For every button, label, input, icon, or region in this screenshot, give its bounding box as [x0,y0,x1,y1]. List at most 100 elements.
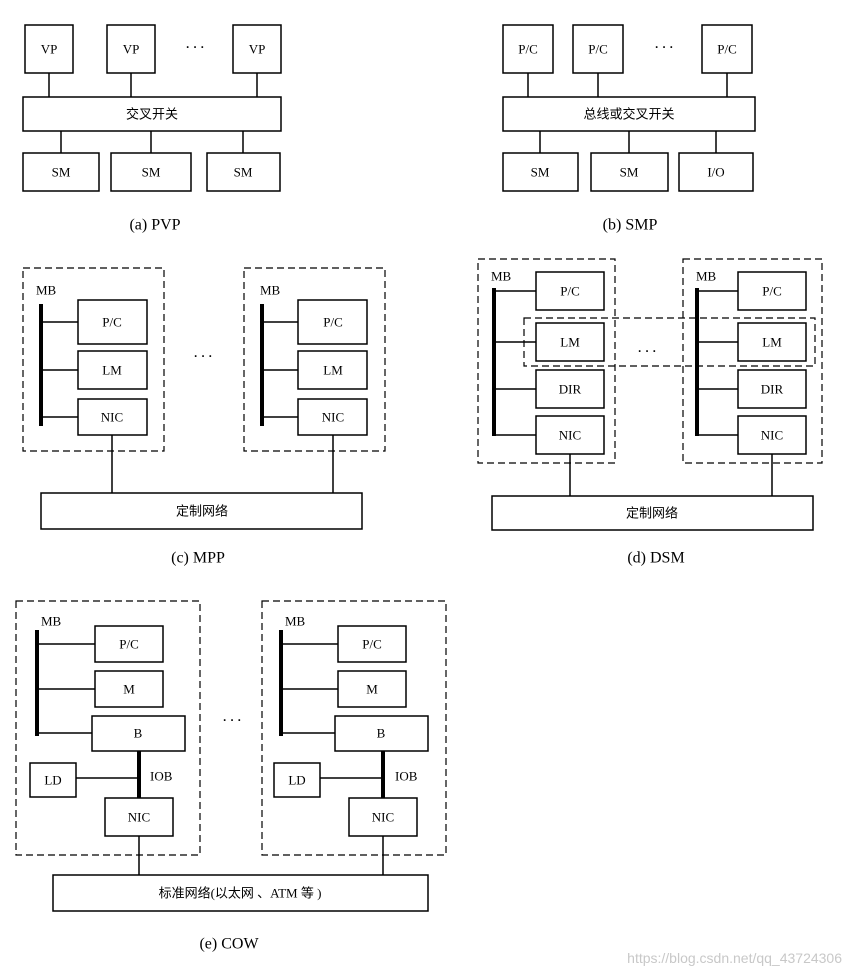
dsm-dir-label-2: DIR [761,382,784,397]
cow-iob-label-2: IOB [395,769,418,784]
dsm-dir-box-1 [535,369,605,409]
mpp-pc-label-2: P/C [323,315,343,330]
dsm-caption: (d) DSM [627,550,684,567]
pvp-sm-box-1 [22,152,100,192]
smp-pc-box-2 [572,24,624,74]
dsm-pc-box-2 [737,271,807,311]
smp-ellipsis: ··· [654,40,676,57]
smp-io-label: I/O [707,165,724,180]
smp-caption: (b) SMP [603,217,658,234]
cow-iob-label-1: IOB [150,769,173,784]
mpp-lm-label-1: LM [102,363,122,378]
smp-pc-box-3 [701,24,753,74]
cow-pc-box-1 [94,625,164,663]
pvp-vp-box-2 [106,24,156,74]
cow-nic-label-2: NIC [372,810,394,825]
dsm-pc-label-2: P/C [762,284,782,299]
pvp-vp-label-2: VP [123,42,140,57]
dsm-pc-label-1: P/C [560,284,580,299]
cow-m-label-2: M [366,682,378,697]
smp-sm-label-2: SM [620,165,639,180]
cow-ellipsis: ··· [222,713,244,730]
watermark-text: https://blog.csdn.net/qq_43724306 [627,950,842,966]
dsm-node-2-frame [682,258,823,464]
cow-ld-box-1 [29,762,77,798]
mpp-caption: (c) MPP [171,550,225,567]
cow-ld-box-2 [273,762,321,798]
dsm-lm-box-2 [737,322,807,362]
cow-mb-label-1: MB [41,614,62,629]
smp-io-box [678,152,754,192]
dsm-mb-label-2: MB [696,269,717,284]
cow-pc-box-2 [337,625,407,663]
dsm-dir-label-1: DIR [559,382,582,397]
mpp-lm-box-2 [297,350,368,390]
cow-nic-label-1: NIC [128,810,150,825]
dsm-lm-label-1: LM [560,335,580,350]
cow-mb-label-2: MB [285,614,306,629]
cow-ld-label-1: LD [44,773,61,788]
cow-b-label-2: B [377,726,386,741]
cow-pc-label-2: P/C [362,637,382,652]
cow-node-2-frame [261,600,447,856]
dsm-dir-box-2 [737,369,807,409]
smp-sm-box-2 [590,152,669,192]
mpp-network-box [40,492,363,530]
cow-ld-label-2: LD [288,773,305,788]
mpp-pc-label-1: P/C [102,315,122,330]
pvp-crossbar-box [22,96,282,132]
smp-pc-label-2: P/C [588,42,608,57]
smp-sm-label-1: SM [531,165,550,180]
cow-b-box-1 [91,715,186,752]
cow-m-box-1 [94,670,164,708]
mpp-nic-label-1: NIC [101,410,123,425]
dsm-nic-label-2: NIC [761,428,783,443]
mpp-nic-label-2: NIC [322,410,344,425]
smp-pc-box-1 [502,24,554,74]
cow-m-box-2 [337,670,407,708]
mpp-node-1-frame [22,267,165,452]
mpp-ellipsis: ··· [193,349,215,366]
mpp-mb-label-1: MB [36,283,57,298]
dsm-nic-box-2 [737,415,807,455]
pvp-sm-box-3 [206,152,281,192]
dsm-node-1-frame [477,258,616,464]
mpp-pc-box-1 [77,299,148,345]
mpp-diagram: MB P/C LM NIC ··· MB P/C LM NIC 定制网络 (c)… [22,267,386,567]
dsm-lm-box-1 [535,322,605,362]
cow-diagram: MB P/C M B LD IOB NIC ··· MB P/C M B [15,600,447,953]
dsm-nic-label-1: NIC [559,428,581,443]
cow-pc-label-1: P/C [119,637,139,652]
pvp-sm-label-1: SM [52,165,71,180]
cow-m-label-1: M [123,682,135,697]
cow-node-1-frame [15,600,201,856]
dsm-diagram: MB P/C LM DIR NIC ··· MB P/C LM DIR NIC [477,258,823,567]
dsm-network-label: 定制网络 [626,506,678,521]
cow-nic-box-2 [348,797,418,837]
mpp-pc-box-2 [297,299,368,345]
dsm-shared-memory-frame [523,317,816,367]
smp-bus-box [502,96,756,132]
cow-b-label-1: B [134,726,143,741]
pvp-vp-box-1 [24,24,74,74]
pvp-sm-label-2: SM [142,165,161,180]
dsm-ellipsis: ··· [637,344,659,361]
pvp-diagram: VP VP ··· VP 交叉开关 SM SM SM (a) PVP [22,24,282,234]
pvp-caption: (a) PVP [129,217,180,234]
pvp-vp-label-3: VP [249,42,266,57]
cow-network-box [52,874,429,912]
mpp-lm-label-2: LM [323,363,343,378]
smp-sm-box-1 [502,152,579,192]
smp-diagram: P/C P/C ··· P/C 总线或交叉开关 SM SM I/O (b) SM… [502,24,756,234]
pvp-vp-box-3 [232,24,282,74]
mpp-network-label: 定制网络 [176,504,228,519]
cow-nic-box-1 [104,797,174,837]
mpp-mb-label-2: MB [260,283,281,298]
dsm-mb-label-1: MB [491,269,512,284]
mpp-node-2-frame [243,267,386,452]
smp-pc-label-1: P/C [518,42,538,57]
smp-bus-label: 总线或交叉开关 [583,107,674,122]
cow-network-label: 标准网络(以太网 、ATM 等 ) [159,886,322,901]
pvp-crossbar-label: 交叉开关 [126,107,178,122]
